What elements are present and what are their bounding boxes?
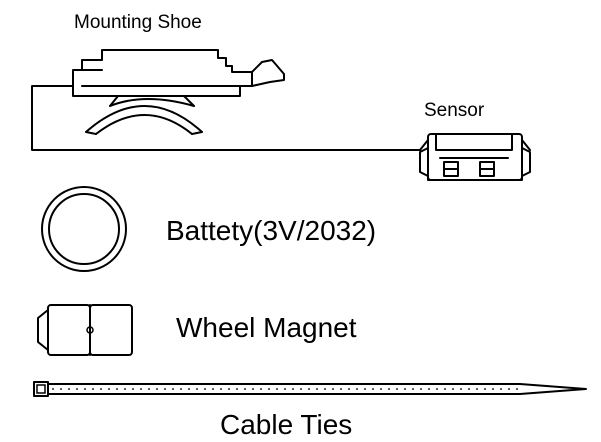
mounting-shoe-label: Mounting Shoe (74, 12, 202, 33)
sensor-label: Sensor (424, 100, 485, 121)
battery-label: Battety(3V/2032) (166, 215, 376, 246)
cable-ties-label: Cable Ties (220, 409, 352, 440)
wheel-magnet-label: Wheel Magnet (176, 312, 357, 343)
sensor-cable (31, 85, 421, 151)
battery-icon (41, 186, 127, 272)
wheel-magnet-icon (37, 304, 133, 356)
mounting-shoe-icon (72, 49, 285, 135)
sensor-icon (419, 133, 531, 181)
cable-tie-icon (33, 381, 587, 397)
